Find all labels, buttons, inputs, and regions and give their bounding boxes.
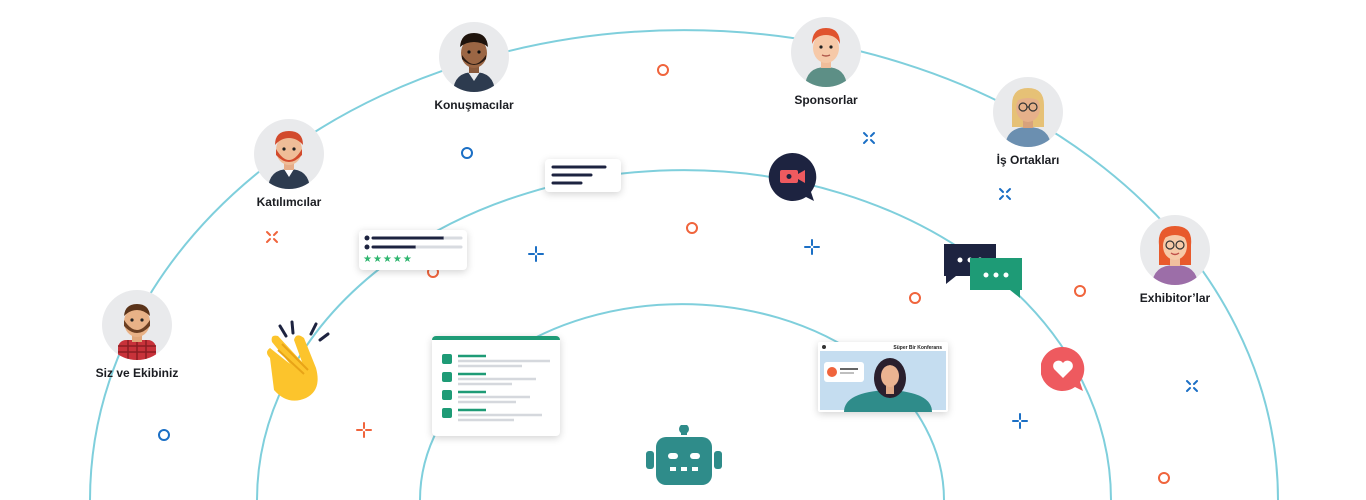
sparkle-decor <box>266 132 1198 438</box>
persona-label: Sponsorlar <box>794 93 858 107</box>
chat-bubbles-icon <box>942 242 1026 305</box>
persona-sponsorlar: Sponsorlar <box>756 17 896 107</box>
ring-decor <box>461 147 473 159</box>
message-card <box>545 159 621 192</box>
persona-katilimcilar: Katılımcılar <box>219 119 359 209</box>
conference-title: Süper Bir Konferans <box>893 345 942 351</box>
persona-label: İş Ortakları <box>996 153 1060 167</box>
ring-decor <box>158 429 170 441</box>
ring-decor <box>909 292 921 304</box>
avatar <box>791 17 861 87</box>
star-rating-icon: ★★★★★ <box>363 254 413 265</box>
avatar <box>102 290 172 360</box>
ring-decor <box>1074 285 1086 297</box>
persona-siz-ve-ekibiniz: Siz ve Ekibiniz <box>67 290 207 380</box>
avatar <box>993 77 1063 147</box>
ring-decor <box>1158 472 1170 484</box>
conference-window: Süper Bir Konferans <box>818 342 948 412</box>
persona-konusmacilar: Konuşmacılar <box>404 22 544 112</box>
avatar <box>1140 215 1210 285</box>
rating-card: ★★★★★ <box>359 230 467 270</box>
clapping-hands-icon <box>256 320 342 411</box>
avatar <box>439 22 509 92</box>
persona-is-ortaklari: İş Ortakları <box>958 77 1098 167</box>
ring-decor <box>657 64 669 76</box>
robot-icon <box>646 424 722 492</box>
persona-label: Exhibitor’lar <box>1139 291 1211 305</box>
persona-label: Katılımcılar <box>256 195 322 209</box>
persona-label: Siz ve Ekibiniz <box>95 366 179 380</box>
agenda-window <box>432 336 560 436</box>
outer-orbit <box>89 29 1279 500</box>
persona-exhibitorlar: Exhibitor’lar <box>1105 215 1245 305</box>
video-camera-icon <box>768 152 820 208</box>
middle-orbit <box>256 169 1112 500</box>
ring-decor <box>686 222 698 234</box>
persona-label: Konuşmacılar <box>434 98 514 112</box>
avatar <box>254 119 324 189</box>
heart-icon <box>1040 346 1087 398</box>
